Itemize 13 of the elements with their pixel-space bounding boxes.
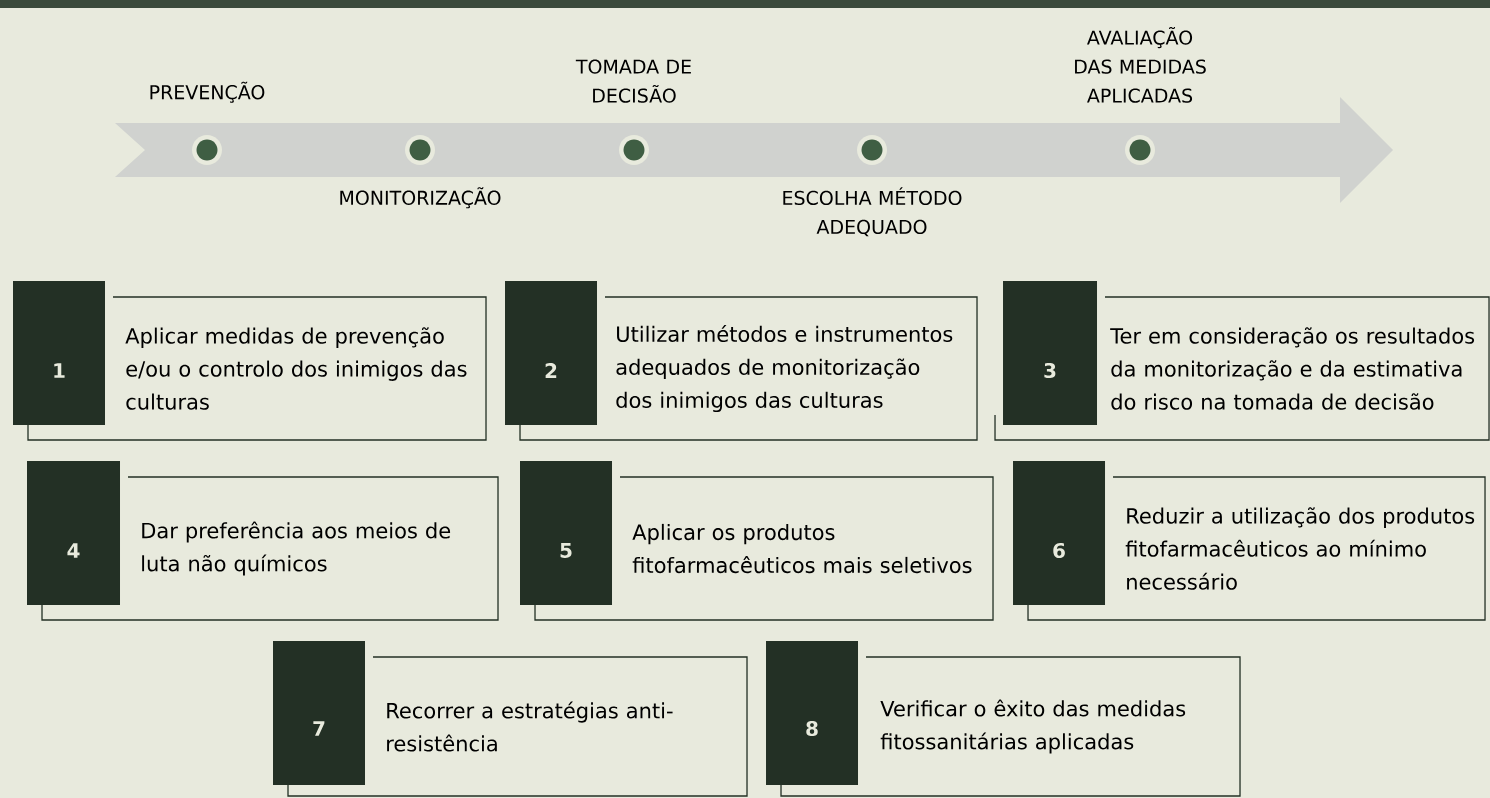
number-tab: 5 [520, 461, 612, 605]
stage-label: PREVENÇÃO [150, 81, 265, 103]
number-tab: 3 [1003, 281, 1097, 425]
number-tab: 1 [13, 281, 105, 425]
number-tab: 4 [27, 461, 120, 605]
stage-label: AVALIAÇÃO DAS MEDIDAS APLICADAS [1075, 27, 1206, 103]
number-tab: 8 [766, 641, 858, 785]
number-tab: 7 [273, 641, 365, 785]
stage-label: TOMADA DE DECISÃO [575, 59, 691, 103]
stage-label: MONITORIZAÇÃO [340, 187, 501, 209]
number-tab: 2 [505, 281, 597, 425]
number-tab: 6 [1013, 461, 1105, 605]
stage-label: ESCOLHA MÉTODO ADEQUADO [783, 187, 962, 237]
